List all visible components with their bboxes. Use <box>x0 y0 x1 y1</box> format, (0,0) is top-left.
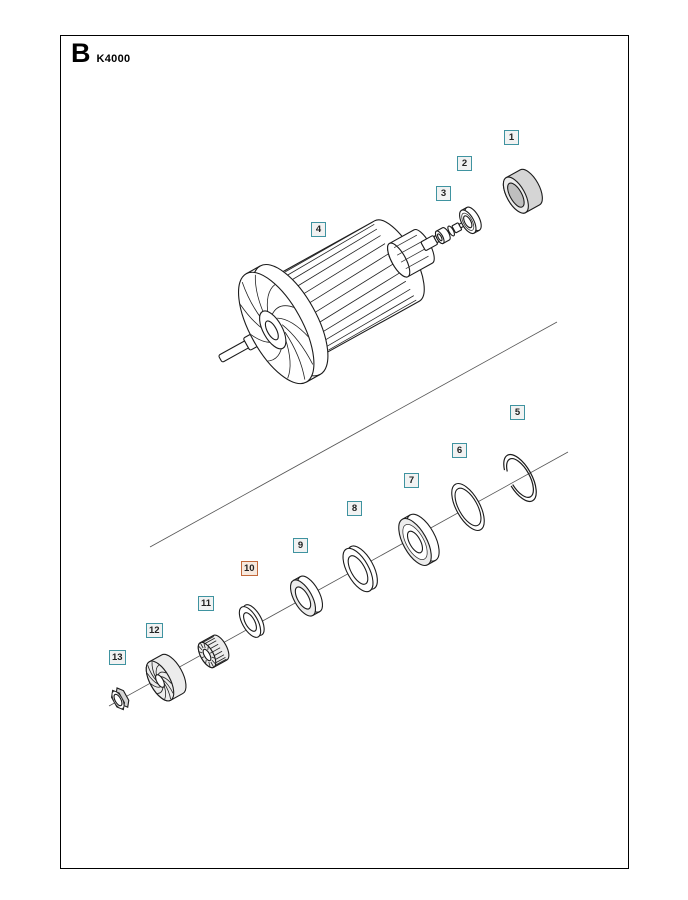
part-12-gear <box>145 653 187 702</box>
part-callout-4[interactable]: 4 <box>311 222 326 237</box>
part-6-ring <box>451 483 485 531</box>
part-10-washer <box>238 604 265 638</box>
part-callout-1[interactable]: 1 <box>504 130 519 145</box>
fan-hub-bore <box>264 320 279 341</box>
page-header: B K4000 <box>71 38 130 69</box>
part-callout-9[interactable]: 9 <box>293 538 308 553</box>
part-callout-10[interactable]: 10 <box>241 561 258 576</box>
diagram-frame: B K4000 <box>60 35 629 869</box>
part-2-bearing <box>459 206 482 235</box>
part-1-collar <box>502 168 543 214</box>
part-13-nut <box>110 687 130 711</box>
cooling-fan <box>237 263 329 385</box>
core-hatch-layer <box>284 221 417 351</box>
part-11-spline-bushing <box>197 634 230 669</box>
axis-line-upper <box>149 321 558 548</box>
part-callout-5[interactable]: 5 <box>510 405 525 420</box>
model-label: K4000 <box>96 53 131 65</box>
section-letter: B <box>71 38 91 68</box>
part-callout-2[interactable]: 2 <box>457 156 472 171</box>
part-callout-7[interactable]: 7 <box>404 473 419 488</box>
part-callout-11[interactable]: 11 <box>198 596 215 611</box>
part-8-washer <box>342 545 378 593</box>
part-callout-6[interactable]: 6 <box>452 443 467 458</box>
part-callout-12[interactable]: 12 <box>146 623 163 638</box>
part-callout-13[interactable]: 13 <box>109 650 126 665</box>
armature-assembly <box>218 168 543 385</box>
axis-line-lower <box>108 451 569 707</box>
spline-hatch-layer <box>202 636 227 666</box>
part-callout-3[interactable]: 3 <box>436 186 451 201</box>
part-9-spacer <box>289 575 324 617</box>
part-3-spacer <box>434 227 451 245</box>
part-callout-8[interactable]: 8 <box>347 501 362 516</box>
spline-ticks-layer <box>198 642 216 668</box>
part-5-snap-ring <box>503 453 537 503</box>
part-7-bearing <box>398 513 440 566</box>
